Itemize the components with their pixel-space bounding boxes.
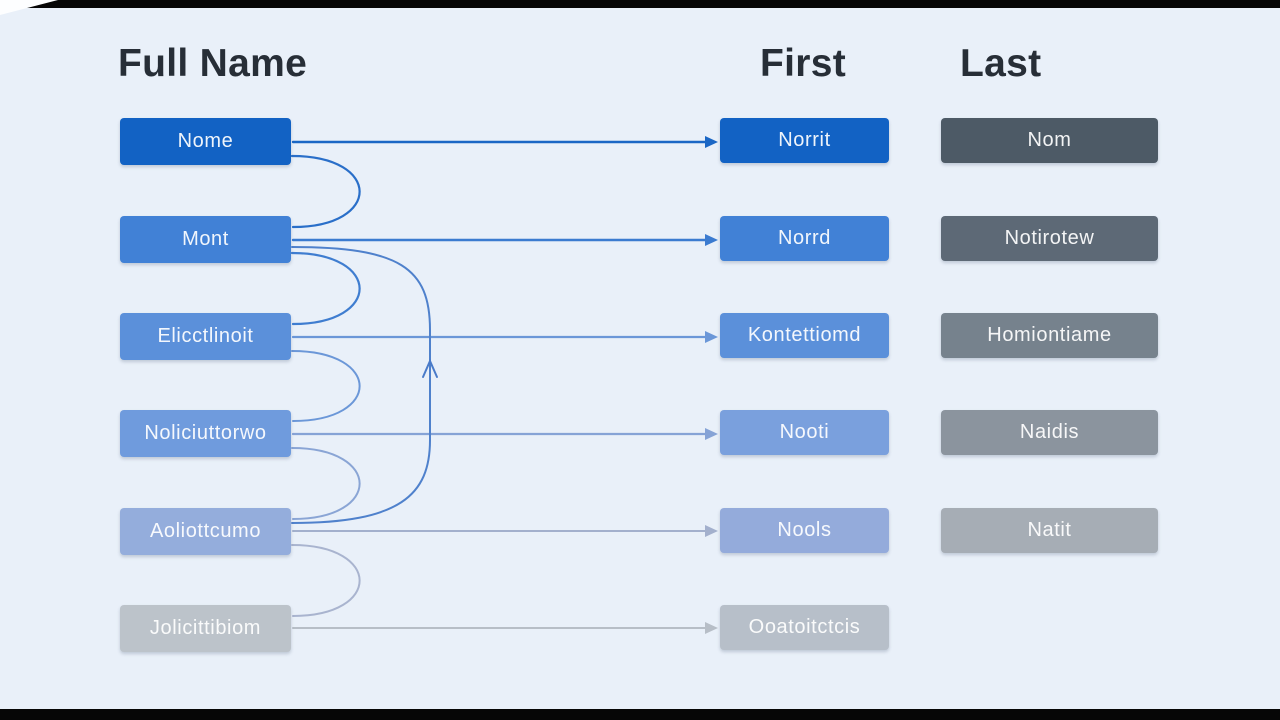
node-last-1: Nom [941, 118, 1158, 163]
column-header-first: First [760, 42, 847, 85]
connector-arrow-3 [291, 331, 718, 343]
connector-bracket-9 [291, 350, 361, 422]
node-first-5: Nools [720, 508, 889, 553]
connector-bracket-10 [291, 447, 361, 520]
bottom-letterbox-bar [0, 709, 1280, 720]
node-first-1: Norrit [720, 118, 889, 163]
arrowhead-icon [705, 525, 718, 537]
node-full-name-3: Elicctlinoit [120, 313, 291, 360]
connector-bracket-8 [290, 251, 361, 326]
node-first-4: Nooti [720, 410, 889, 455]
column-header-last: Last [960, 42, 1042, 85]
connector-arrow-5 [292, 525, 718, 537]
arrowhead-icon [705, 428, 718, 440]
connector-chevron-13 [422, 358, 438, 378]
node-last-3: Homiontiame [941, 313, 1158, 358]
node-last-5: Natit [941, 508, 1158, 553]
top-letterbox-bar [0, 0, 1280, 8]
connector-spine-12 [291, 246, 431, 524]
arrowhead-icon [705, 234, 718, 246]
node-full-name-5: Aoliottcumo [120, 508, 291, 555]
node-full-name-1: Nome [120, 118, 291, 165]
connector-bracket-11 [291, 544, 361, 617]
connector-arrow-4 [291, 428, 718, 440]
node-last-2: Notirotew [941, 216, 1158, 261]
connector-arrow-6 [292, 622, 718, 634]
arrowhead-icon [705, 136, 718, 148]
node-last-4: Naidis [941, 410, 1158, 455]
node-full-name-4: Noliciuttorwo [120, 410, 291, 457]
node-first-6: Ooatoitctcis [720, 605, 889, 650]
connector-arrow-2 [291, 234, 718, 246]
node-full-name-6: Jolicittibiom [120, 605, 291, 652]
arrowhead-icon [705, 331, 718, 343]
node-first-3: Kontettiomd [720, 313, 889, 358]
node-first-2: Norrd [720, 216, 889, 261]
node-full-name-2: Mont [120, 216, 291, 263]
connector-arrow-1 [291, 136, 718, 148]
column-header-full-name: Full Name [118, 42, 308, 85]
connector-bracket-7 [290, 154, 361, 229]
arrowhead-icon [705, 622, 718, 634]
